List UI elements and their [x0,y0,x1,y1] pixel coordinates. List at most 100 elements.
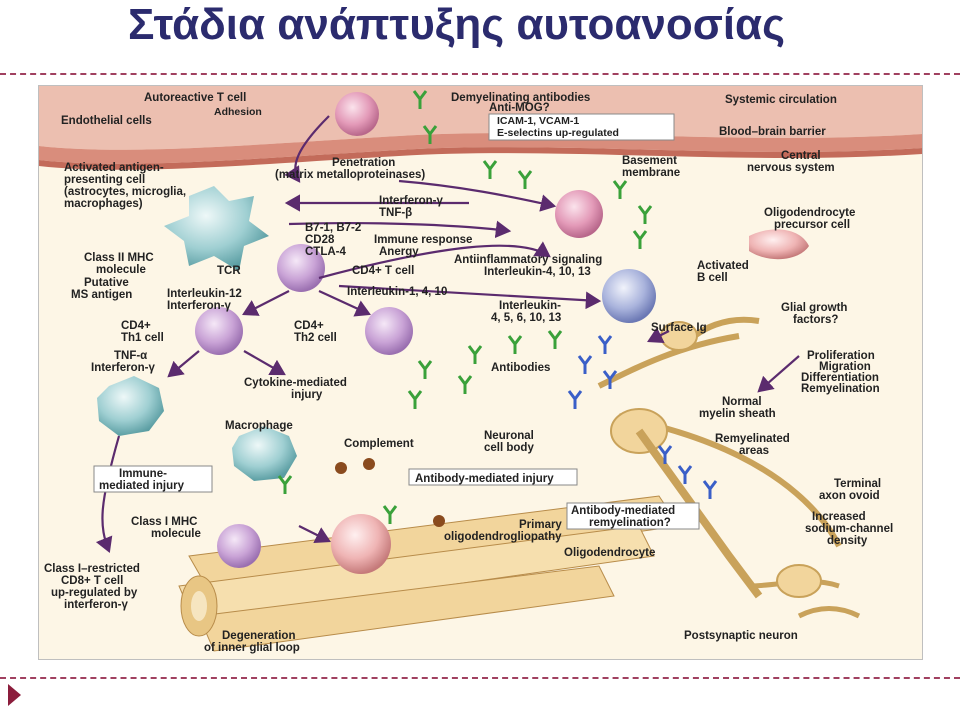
lbl-macrophage: Macrophage [225,420,293,432]
lbl-il12: Interleukin-12 [167,288,242,300]
lbl-degeneration-2: of inner glial loop [204,642,300,654]
th2-cell [365,307,413,355]
lbl-il-1-4-10: Interleukin-1, 4, 10 [347,286,447,298]
lbl-systemic: Systemic circulation [725,94,837,106]
lbl-ab-remyel-2: remyelination? [589,517,671,529]
lbl-tcr: TCR [217,265,241,277]
lbl-apc-2: presenting cell [64,174,145,186]
lbl-cd8-2: CD8+ T cell [61,575,123,587]
penetrating-t-cell [555,190,603,238]
lbl-cns-2: nervous system [747,162,835,174]
slide-title: Στάδια ανάπτυξης αυτοανοσίας [128,0,785,49]
lbl-terminal-2: axon ovoid [819,490,880,502]
lbl-neuronal-2: cell body [484,442,534,454]
lbl-th2-2: Th2 cell [294,332,337,344]
lbl-anti-inflam-2: Interleukin-4, 10, 13 [484,266,591,278]
lbl-endothelial: Endothelial cells [61,115,152,127]
ab-injury-box [408,468,578,486]
lbl-glial-2: factors? [793,314,838,326]
lbl-normal-1: Normal [722,396,762,408]
lbl-terminal-1: Terminal [834,478,881,490]
lbl-b7: B7-1, B7-2 [305,222,361,234]
lbl-class1-2: molecule [151,528,201,540]
lbl-il-4-13-2: 4, 5, 6, 10, 13 [491,312,561,324]
lbl-penetration-1: Penetration [332,157,395,169]
lbl-complement: Complement [344,438,414,450]
lbl-odc-precursor-2: precursor cell [774,219,850,231]
slide-bullet-arrow-icon [8,684,21,706]
ms-pathogenesis-diagram: Autoreactive T cell Adhesion Endothelial… [38,85,923,660]
lbl-basement-1: Basement [622,155,677,167]
neurons [597,316,861,619]
lbl-apc-4: macrophages) [64,198,143,210]
lbl-immune-injury-1: Immune- [119,468,167,480]
lbl-ifn-gamma: Interferon-γ [379,195,444,207]
lbl-cd8-1: Class I–restricted [44,563,140,575]
lbl-prolif: Proliferation [807,350,875,362]
lbl-th1-1: CD4+ [121,320,151,332]
macrophage-cell-2 [232,426,297,481]
lbl-primary-1: Primary [519,519,562,531]
lbl-penetration-2: (matrix metalloproteinases) [275,169,425,181]
lbl-cytokine-2: injury [291,389,323,401]
lbl-migration: Migration [819,361,871,373]
lbl-class1-1: Class I MHC [131,516,197,528]
activated-b-cell [602,269,656,323]
lbl-antibodies: Antibodies [491,362,550,374]
lbl-degeneration-1: Degeneration [222,630,296,642]
myelinated-axons [178,495,680,652]
lbl-tnf-beta: TNF-β [379,207,412,219]
ab-remyel-box [566,502,700,530]
lbl-primary-2: oligodendrogliopathy [444,531,562,543]
lbl-putative-1: Putative [84,277,129,289]
lbl-cd4-t-cell: CD4+ T cell [352,265,414,277]
lbl-remyel-areas-2: areas [739,445,769,457]
lbl-increased-2: sodium-channel [805,523,893,535]
lbl-cd8-4: interferon-γ [64,599,129,611]
lbl-ab-injury: Antibody-mediated injury [415,473,554,485]
immune-injury-box [93,465,213,493]
th1-cell [195,307,243,355]
lbl-anti-inflam-1: Antiinflammatory signaling [454,254,602,266]
antibodies-blue [567,335,718,499]
apc-cell [164,186,269,271]
complement-molecules [335,458,445,527]
lbl-il-4-13-1: Interleukin- [499,300,561,312]
lbl-postsynaptic: Postsynaptic neuron [684,630,798,642]
endothelium-band [39,133,922,164]
top-divider [0,73,960,75]
lbl-cd28: CD28 [305,234,335,246]
lbl-odc-precursor-1: Oligodendrocyte [764,207,855,219]
lbl-basement-2: membrane [622,167,680,179]
lbl-cns-1: Central [781,150,821,162]
lbl-remyelination: Remyelination [801,383,880,395]
lbl-icam: ICAM-1, VCAM-1 [497,115,579,127]
lbl-demyel: Demyelinating antibodies [451,92,590,104]
vessel-band [39,86,922,150]
lbl-putative-2: MS antigen [71,289,132,301]
pathway-arrows [95,115,800,554]
lbl-anti-mog: Anti-MOG? [489,102,550,114]
lbl-normal-2: myelin sheath [699,408,776,420]
lbl-tnf-alpha: TNF-α [114,350,147,362]
bottom-divider [0,677,960,679]
lbl-class2-1: Class II MHC [84,252,154,264]
lbl-neuronal-1: Neuronal [484,430,534,442]
basement-membrane [39,147,922,170]
lbl-cd8-3: up-regulated by [51,587,138,599]
cd4-t-cell [277,244,325,292]
autoreactive-t-cell [335,92,379,136]
antibodies-green [277,90,653,524]
lbl-cytokine-1: Cytokine-mediated [244,377,347,389]
lbl-oligodendrocyte: Oligodendrocyte [564,547,655,559]
lbl-differentiation: Differentiation [801,372,879,384]
icam-box [488,113,675,141]
lbl-activated-b-2: B cell [697,272,728,284]
macrophage-cell-1 [97,376,164,436]
lbl-ab-remyel-1: Antibody-mediated [571,505,675,517]
lbl-th2-1: CD4+ [294,320,324,332]
lbl-increased-1: Increased [812,511,866,523]
lbl-th1-2: Th1 cell [121,332,164,344]
lbl-bbb: Blood–brain barrier [719,126,826,138]
lbl-class2-2: molecule [96,264,146,276]
